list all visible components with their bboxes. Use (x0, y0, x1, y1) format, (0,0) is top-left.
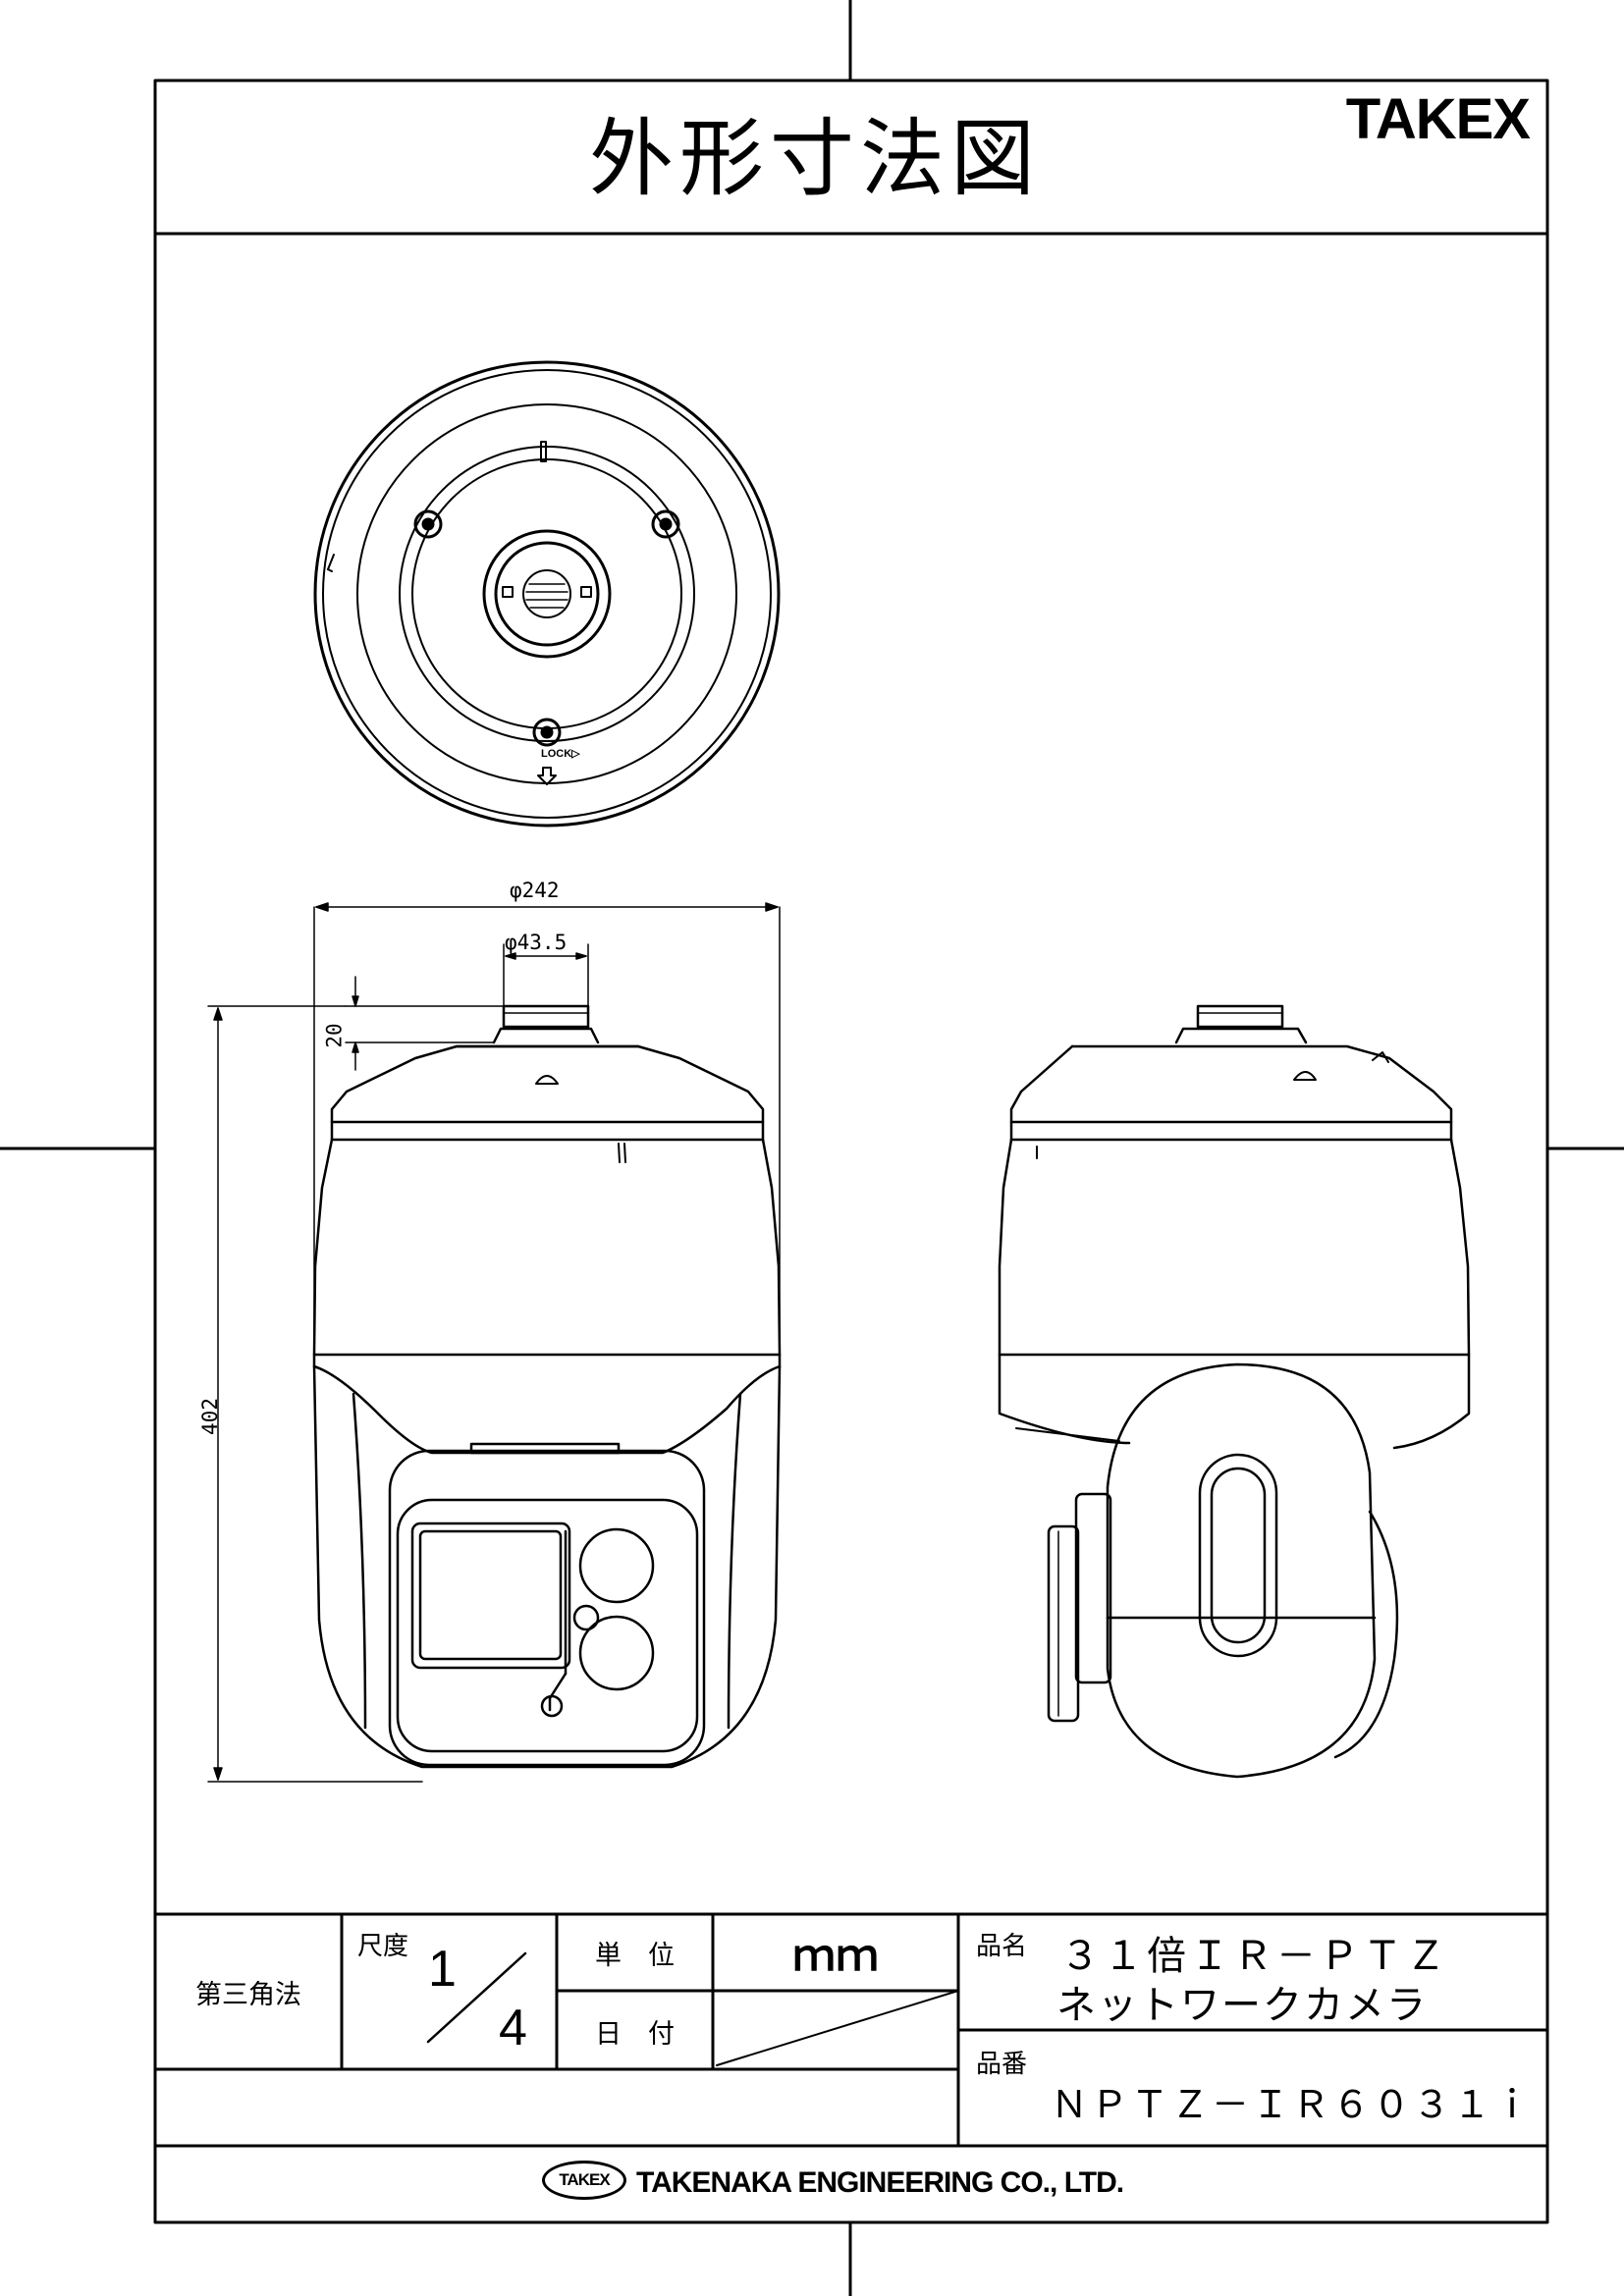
projection-method: 第三角法 (195, 1980, 301, 2010)
lock-label: LOCK▷ (541, 748, 580, 760)
company-logo-emblem: TAKEX (542, 2161, 626, 2200)
front-view (207, 902, 782, 1783)
drawing-title: 外形寸法図 (589, 110, 1041, 208)
title-block-grid (153, 1912, 1549, 2148)
company-name: TAKENAKA ENGINEERING CO., LTD. (636, 2166, 1124, 2199)
dimension-lines (207, 902, 781, 1783)
product-name-line1: ３１倍ＩＲ－ＰＴＺ (1060, 1934, 1449, 1979)
scale-label: 尺度 (357, 1932, 409, 1961)
date-label: 日 付 (595, 2019, 675, 2050)
dim-outer-diameter: φ242 (510, 879, 560, 902)
side-view (998, 1004, 1471, 1779)
product-number: ＮＰＴＺ－ＩＲ６０３１ｉ (1051, 2083, 1535, 2126)
scale-denominator: 4 (499, 2000, 527, 2056)
unit-value: ｍｍ (792, 1931, 879, 1981)
product-number-label: 品番 (976, 2050, 1028, 2079)
dim-mount-diameter: φ43.5 (505, 931, 568, 954)
scale-numerator: 1 (428, 1941, 457, 1998)
product-name-label: 品名 (976, 1932, 1028, 1961)
company-logo-text: TAKEX (559, 2170, 610, 2189)
unit-label: 単 位 (595, 1941, 675, 1971)
dim-mount-height: 20 (322, 1023, 347, 1048)
dim-total-height: 402 (197, 1398, 222, 1435)
product-name-line2: ネットワークカメラ (1056, 1983, 1428, 2028)
brand-logo: TAKEX (1345, 87, 1531, 151)
top-view (313, 360, 781, 828)
